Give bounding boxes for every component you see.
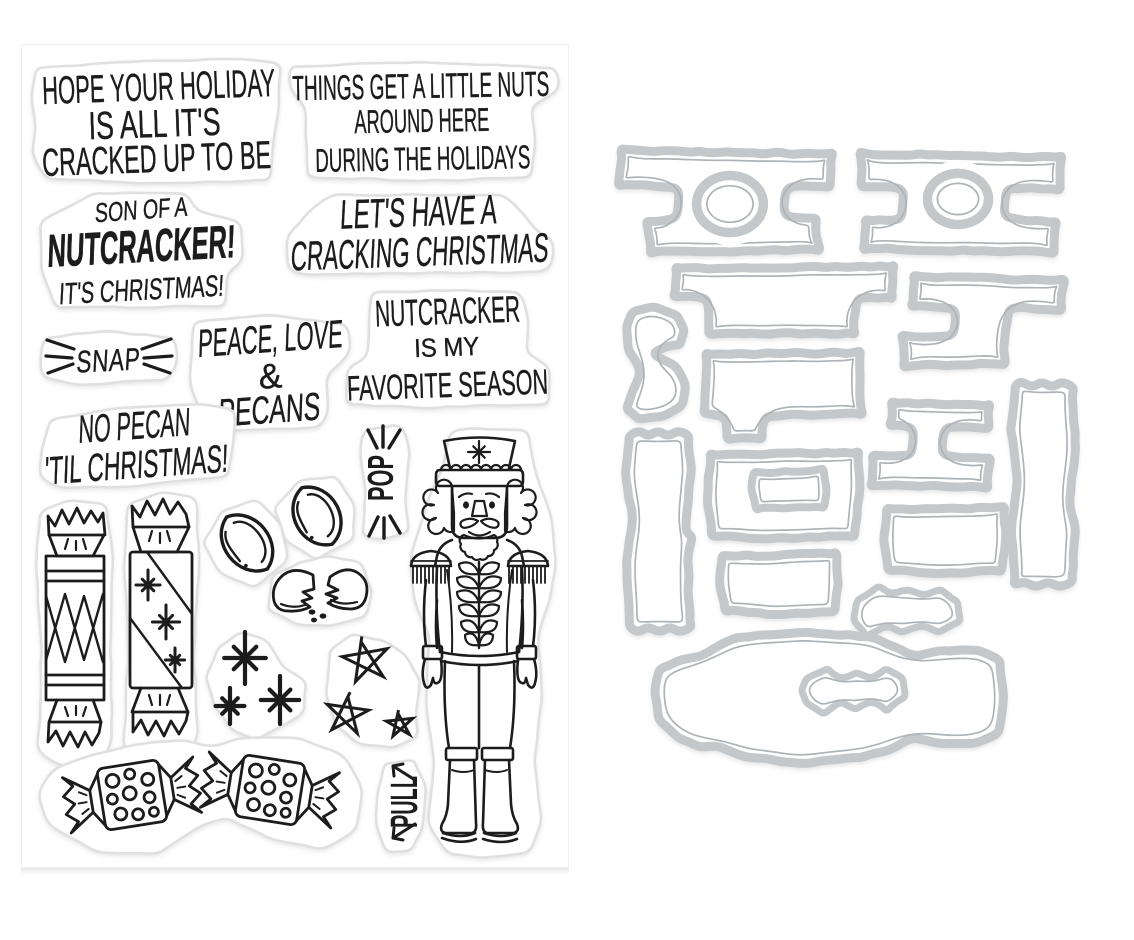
svg-text:FAVORITE SEASON: FAVORITE SEASON	[346, 363, 548, 409]
svg-text:NUTCRACKER: NUTCRACKER	[374, 288, 520, 334]
svg-text:AROUND HERE: AROUND HERE	[354, 101, 490, 140]
svg-text:HOPE YOUR HOLIDAY: HOPE YOUR HOLIDAY	[41, 62, 275, 113]
svg-text:PULL: PULL	[384, 776, 426, 828]
svg-text:NO PECAN: NO PECAN	[78, 401, 191, 452]
svg-text:LET'S HAVE A: LET'S HAVE A	[339, 186, 499, 238]
svg-text:SON OF A: SON OF A	[94, 191, 188, 229]
svg-text:THINGS GET A LITTLE NUTS: THINGS GET A LITTLE NUTS	[292, 65, 550, 108]
svg-text:NUTCRACKER!: NUTCRACKER!	[47, 215, 237, 277]
svg-text:&: &	[257, 356, 283, 397]
svg-text:CRACKING CHRISTMAS: CRACKING CHRISTMAS	[290, 224, 550, 279]
svg-text:DURING THE HOLIDAYS: DURING THE HOLIDAYS	[315, 138, 531, 179]
svg-text:POP: POP	[360, 455, 401, 501]
svg-text:SNAP: SNAP	[76, 341, 142, 379]
svg-text:CRACKED UP TO BE: CRACKED UP TO BE	[41, 134, 271, 185]
svg-text:IS ALL IT'S: IS ALL IT'S	[88, 101, 221, 149]
svg-text:PEACE, LOVE: PEACE, LOVE	[197, 313, 343, 366]
svg-text:IS MY: IS MY	[414, 331, 480, 363]
